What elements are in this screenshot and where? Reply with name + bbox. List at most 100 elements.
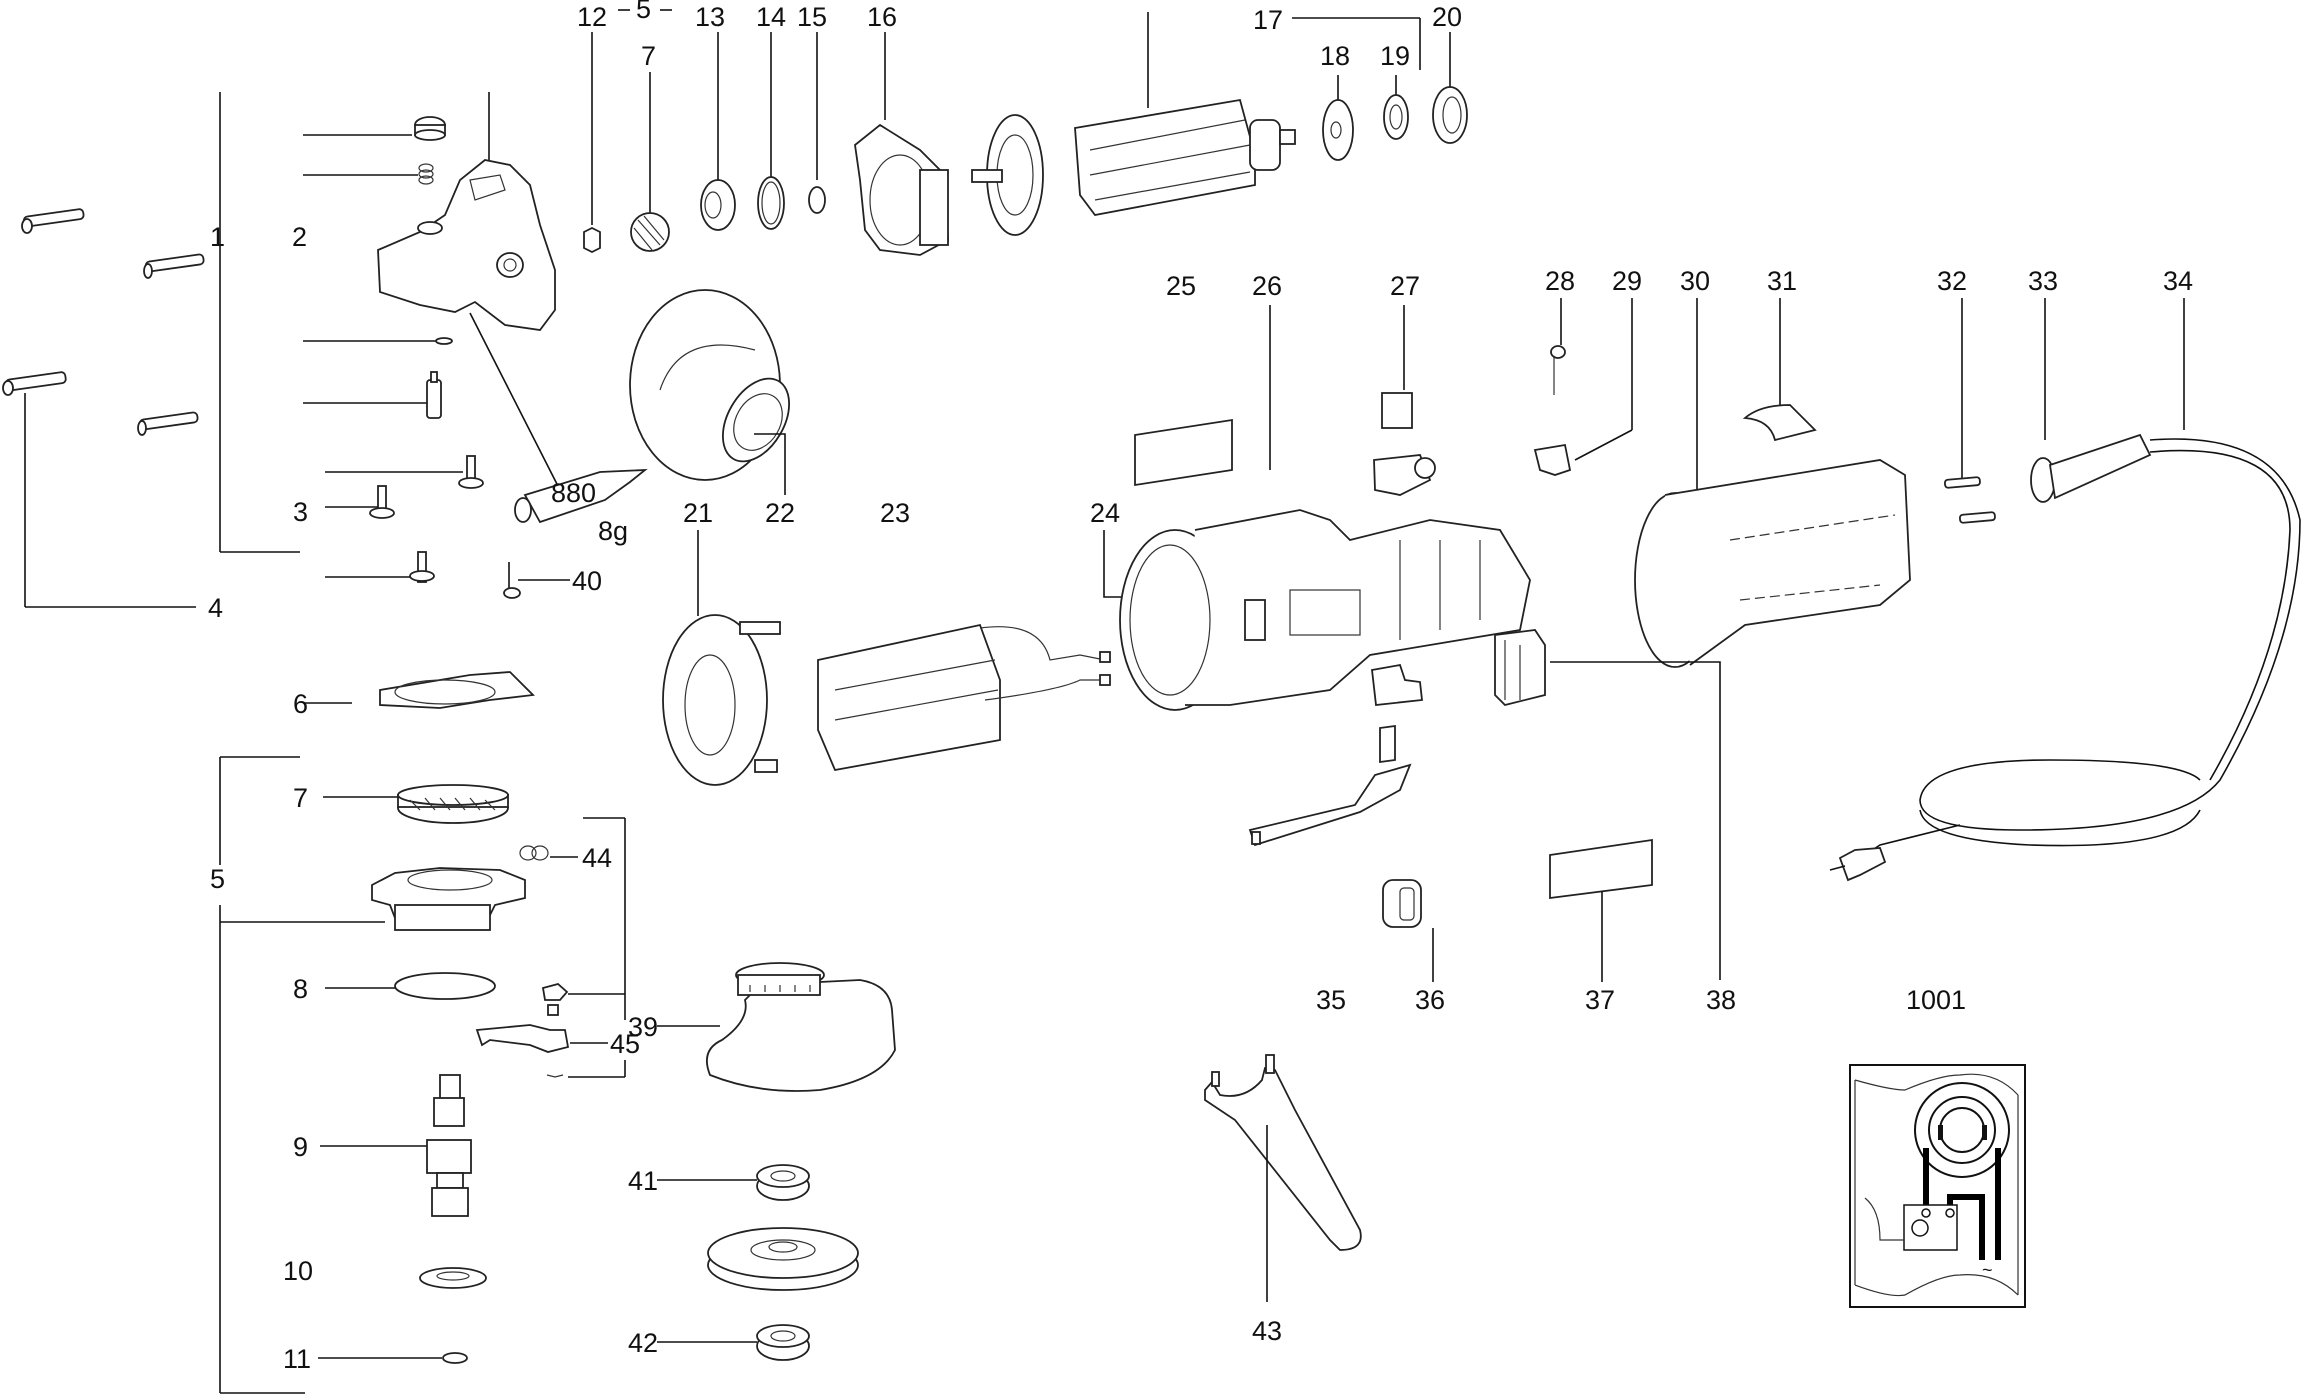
screw-small-b (409, 551, 435, 583)
callout-3: 3 (293, 497, 308, 527)
callout-10: 10 (283, 1256, 313, 1286)
callout-12: 12 (577, 2, 607, 32)
callout-21: 21 (683, 498, 713, 528)
pin (435, 337, 453, 345)
callout-31: 31 (1767, 266, 1797, 296)
callout-1001: 1001 (1906, 985, 1966, 1015)
callout-23: 23 (880, 498, 910, 528)
switch-38 (1494, 629, 1546, 706)
callout-17: 17 (1253, 5, 1283, 35)
brush-spring (1379, 724, 1396, 764)
brush-holder (1373, 454, 1436, 496)
bracket-4 (24, 393, 196, 608)
lever-45 (475, 1024, 570, 1053)
spindle-9 (426, 1074, 472, 1217)
callout-19: 19 (1380, 41, 1410, 71)
wiring-diagram: ~ (1849, 1064, 2026, 1308)
grease-weight: 8g (598, 516, 628, 546)
callout-35: 35 (1316, 985, 1346, 1015)
air-guide-ring-21 (662, 614, 781, 786)
callout-42: 42 (628, 1328, 658, 1358)
stator-23 (817, 623, 1111, 772)
bracket-5 (219, 756, 385, 1394)
ac-symbol: ~ (1982, 1260, 1993, 1280)
callout-25: 25 (1166, 271, 1196, 301)
label-37 (1549, 838, 1653, 900)
callout-38: 38 (1706, 985, 1736, 1015)
grease-tube: 880 8g (514, 468, 648, 546)
grinding-disc (707, 1227, 859, 1291)
washer-11 (442, 1352, 468, 1364)
screw-32a (1944, 476, 1981, 489)
slide-button-36 (1382, 879, 1422, 928)
callout-13: 13 (695, 2, 725, 32)
screw-4c (2, 371, 67, 396)
callout-22: 22 (765, 498, 795, 528)
bearing-13 (700, 179, 736, 231)
gear-housing (377, 92, 556, 331)
rear-handle-cover-30 (1634, 459, 1911, 668)
callout-4: 4 (208, 593, 223, 623)
wheel-guard-39 (706, 962, 896, 1092)
bracket-1 (219, 92, 300, 553)
callout-32: 32 (1937, 266, 1967, 296)
callout-37: 37 (1585, 985, 1615, 1015)
screw-4a (21, 208, 85, 234)
dust-guard-22 (629, 289, 790, 481)
screw-40 (503, 562, 521, 599)
callout-1: 1 (210, 222, 225, 252)
motor-housing (1119, 509, 1531, 711)
armature (971, 98, 1296, 236)
callout-44: 44 (582, 843, 612, 873)
gear-flange (371, 867, 526, 931)
bearing-plate-16 (854, 123, 949, 256)
screw-4d (137, 411, 199, 436)
screw-32b (1959, 511, 1996, 524)
carbon-brush-27 (1381, 392, 1413, 429)
bearing-19 (1383, 94, 1409, 140)
callout-5: 5 (210, 864, 225, 894)
callout-7-top: 7 (641, 41, 656, 71)
clamping-nut-42 (756, 1324, 810, 1361)
switch-rod-35 (1248, 763, 1412, 847)
callout-34: 34 (2163, 266, 2193, 296)
callout-28: 28 (1545, 266, 1575, 296)
callout-27: 27 (1390, 271, 1420, 301)
callout-36: 36 (1415, 985, 1445, 1015)
callout-18: 18 (1320, 41, 1350, 71)
callout-11: 11 (283, 1344, 311, 1374)
bush (414, 116, 446, 141)
grease-code: 880 (551, 478, 596, 508)
callout-7: 7 (293, 783, 308, 813)
callout-40: 40 (572, 566, 602, 596)
callout-6: 6 (293, 689, 308, 719)
inner-flange-41 (756, 1164, 810, 1201)
screw-4b (143, 253, 205, 279)
o-ring-8 (394, 972, 496, 1000)
callout-20: 20 (1432, 2, 1462, 32)
callout-24: 24 (1090, 498, 1120, 528)
bracket-45 (568, 817, 626, 1078)
label-plate-25 (1134, 418, 1233, 487)
spindle-lock-bolt (426, 371, 442, 419)
pin-28 (1550, 345, 1566, 395)
nut-12 (583, 226, 601, 254)
clip-45 (546, 1074, 564, 1078)
callout-16: 16 (867, 2, 897, 32)
circlip-14 (757, 176, 785, 230)
fan-disc-18 (1322, 99, 1354, 161)
callout-14: 14 (756, 2, 786, 32)
callout-39: 39 (628, 1012, 658, 1042)
callout-2: 2 (292, 222, 307, 252)
callout-43: 43 (1252, 1316, 1282, 1346)
callout-45: 45 (610, 1029, 640, 1059)
callout-8: 8 (293, 974, 308, 1004)
spring-44 (519, 845, 549, 861)
screw-3 (369, 485, 395, 519)
brush-cap (1371, 663, 1423, 706)
callout-15: 15 (797, 2, 827, 32)
bearing-cap-20 (1432, 86, 1468, 144)
pin-wrench-43 (1204, 1054, 1362, 1251)
callout-33: 33 (2028, 266, 2058, 296)
